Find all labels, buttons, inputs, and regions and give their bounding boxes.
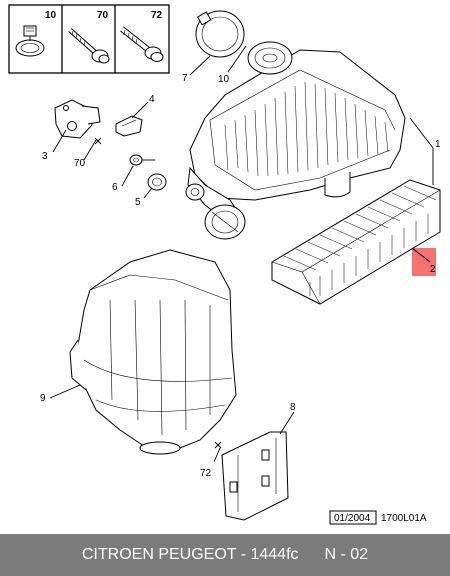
grommet-6: [129, 154, 155, 166]
hose-clamp-7: [195, 10, 245, 58]
reference-stamp: 01/2004 1700L01A: [329, 510, 427, 525]
bracket-3: [54, 99, 101, 139]
bracket-8: [221, 431, 289, 521]
footer-brand: CITROEN PEUGEOT - 1444fc: [81, 546, 299, 563]
callout-5: 5: [135, 197, 141, 208]
grommet-5: [147, 173, 167, 191]
callout-labels: 1 2 3 4 5 6 7 8 9 10 70 72: [40, 73, 441, 479]
rubber-mount-4: [115, 115, 143, 137]
parts-legend: 10 70 72: [8, 4, 170, 74]
callout-10: 10: [218, 74, 230, 85]
stamp-code: 1700L01A: [381, 513, 427, 524]
air-filter-housing-lower: [69, 249, 237, 455]
bolt-72-icon: [120, 26, 164, 62]
air-filter-housing-cover: [187, 41, 406, 240]
callout-70: 70: [74, 158, 86, 169]
callout-9: 9: [40, 393, 46, 404]
legend-label-70: 70: [97, 10, 109, 21]
callout-3: 3: [42, 151, 48, 162]
callout-4: 4: [149, 94, 155, 105]
small-ring: [185, 183, 205, 201]
callout-1: 1: [435, 139, 441, 150]
legend-label-10: 10: [45, 10, 57, 21]
callout-6: 6: [112, 182, 118, 193]
leader-lines: [49, 45, 434, 463]
callout-72: 72: [200, 468, 212, 479]
screw-70-icon: [68, 28, 110, 64]
stamp-date: 01/2004: [334, 513, 371, 524]
filter-highlight-marker: [412, 248, 436, 276]
fastener-marks: [94, 137, 222, 449]
callout-8: 8: [290, 402, 296, 413]
callout-2: 2: [430, 264, 436, 275]
air-filter-element: [271, 179, 441, 305]
hose-clamp-icon: [15, 25, 45, 57]
legend-label-72: 72: [151, 10, 163, 21]
exploded-parts-diagram: 10 70 72: [8, 4, 441, 525]
footer-page: N - 02: [324, 546, 369, 563]
footer-bar: CITROEN PEUGEOT - 1444fc N - 02: [0, 534, 450, 576]
callout-7: 7: [182, 73, 188, 84]
